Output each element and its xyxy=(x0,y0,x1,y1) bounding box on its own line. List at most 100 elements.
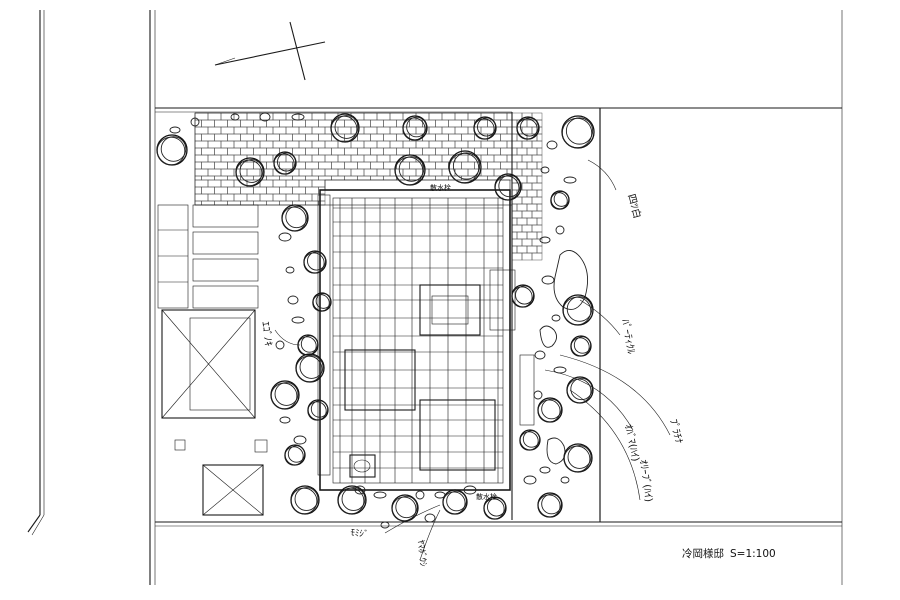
shrub-icon xyxy=(523,475,537,485)
road-lines xyxy=(27,10,843,585)
paving-brick xyxy=(220,168,235,177)
paving-brick xyxy=(493,154,508,163)
tree-canopy xyxy=(284,446,304,466)
paving-brick xyxy=(194,168,209,177)
paving-brick xyxy=(511,203,518,212)
annotation-right-mid: ﾊﾟｰﾃｨｸﾙ xyxy=(619,318,637,355)
paving-brick xyxy=(266,147,280,156)
paving-brick xyxy=(233,140,248,149)
paving-brick xyxy=(331,147,345,156)
paving-brick xyxy=(536,245,543,254)
paving-brick xyxy=(279,161,293,170)
paving-brick xyxy=(318,119,332,128)
paving-brick xyxy=(311,168,326,177)
paving-brick xyxy=(227,186,241,195)
paving-brick xyxy=(311,112,326,121)
paving-brick xyxy=(214,119,228,128)
paving-brick xyxy=(435,175,449,181)
paving-brick xyxy=(435,119,449,128)
paving-brick xyxy=(318,161,332,170)
paving-brick xyxy=(318,133,332,142)
tree-canopy xyxy=(307,401,327,421)
paving-brick xyxy=(389,126,404,135)
paving-brick xyxy=(511,252,523,261)
tree-canopy xyxy=(394,156,424,186)
paving-brick xyxy=(506,112,513,121)
paving-brick xyxy=(298,168,313,177)
house-outline xyxy=(319,189,511,491)
paving-brick xyxy=(350,154,365,163)
paving-brick xyxy=(201,119,215,128)
tree-canopy xyxy=(448,152,480,184)
paving-brick xyxy=(474,147,488,156)
paving-brick xyxy=(214,200,228,206)
paving-brick xyxy=(435,133,449,142)
deck-right xyxy=(489,269,516,331)
shrub-icon xyxy=(434,491,446,499)
courtyard-inner xyxy=(431,295,469,325)
tree-canopy xyxy=(516,118,538,140)
tree-canopy xyxy=(452,152,481,180)
shrub-icon xyxy=(190,117,200,127)
paving-brick xyxy=(500,161,513,170)
paving-brick xyxy=(526,161,538,170)
paving-brick xyxy=(402,126,417,135)
paving-brick xyxy=(357,133,371,142)
paving-brick xyxy=(536,147,543,156)
paving-brick xyxy=(201,200,215,206)
tree-canopy xyxy=(295,355,323,383)
paving-brick xyxy=(331,161,345,170)
paving-brick xyxy=(194,154,209,163)
paving-brick xyxy=(422,147,436,156)
paving-brick xyxy=(396,147,410,156)
paving-brick xyxy=(516,231,528,240)
paving-brick xyxy=(480,126,495,135)
tree-canopy xyxy=(235,159,263,187)
shrub-icon xyxy=(551,314,561,322)
paving-brick xyxy=(194,133,202,142)
paving-brick xyxy=(511,238,523,247)
paving-brick xyxy=(220,126,235,135)
shrub-icon xyxy=(533,390,543,400)
paving-brick xyxy=(363,154,378,163)
paving-brick xyxy=(376,140,391,149)
paving-brick xyxy=(531,238,543,247)
paving-brick xyxy=(454,154,469,163)
tree-canopy xyxy=(160,136,187,162)
paving-brick xyxy=(526,217,538,226)
paving-brick xyxy=(207,168,222,177)
tree-canopy xyxy=(297,336,317,356)
parking-area xyxy=(157,204,268,516)
annotation-bottom-1: ﾓﾐｼﾞ xyxy=(350,527,369,540)
tree-canopy xyxy=(315,293,332,309)
tree-canopy xyxy=(520,117,539,137)
paving-brick xyxy=(324,168,339,177)
paving-brick xyxy=(480,140,495,149)
paving-brick xyxy=(516,245,528,254)
paving-brick xyxy=(233,126,248,135)
paving-brick xyxy=(298,126,313,135)
paving-brick xyxy=(511,119,518,128)
paving-brick xyxy=(536,217,543,226)
paving-brick xyxy=(521,126,533,135)
paving-brick xyxy=(207,140,222,149)
paving-brick xyxy=(383,133,397,142)
paving-brick xyxy=(305,175,319,181)
paving-brick xyxy=(511,140,523,149)
shrub-icon xyxy=(540,166,550,174)
house-top-label: 散水栓 xyxy=(430,183,451,192)
paving-brick xyxy=(344,161,358,170)
tree-canopy xyxy=(337,487,365,515)
shrub-icon xyxy=(291,113,305,121)
shrub-icon xyxy=(275,340,285,350)
paving-brick xyxy=(337,154,352,163)
paving-brick xyxy=(428,112,443,121)
right-planting-bed xyxy=(511,108,601,520)
paving-brick xyxy=(357,175,371,181)
paving-brick xyxy=(220,193,235,202)
paving-brick xyxy=(516,161,528,170)
tree-canopy xyxy=(566,378,592,404)
paving-brick xyxy=(357,147,371,156)
paving-brick xyxy=(266,175,280,181)
paving-brick xyxy=(511,210,523,219)
